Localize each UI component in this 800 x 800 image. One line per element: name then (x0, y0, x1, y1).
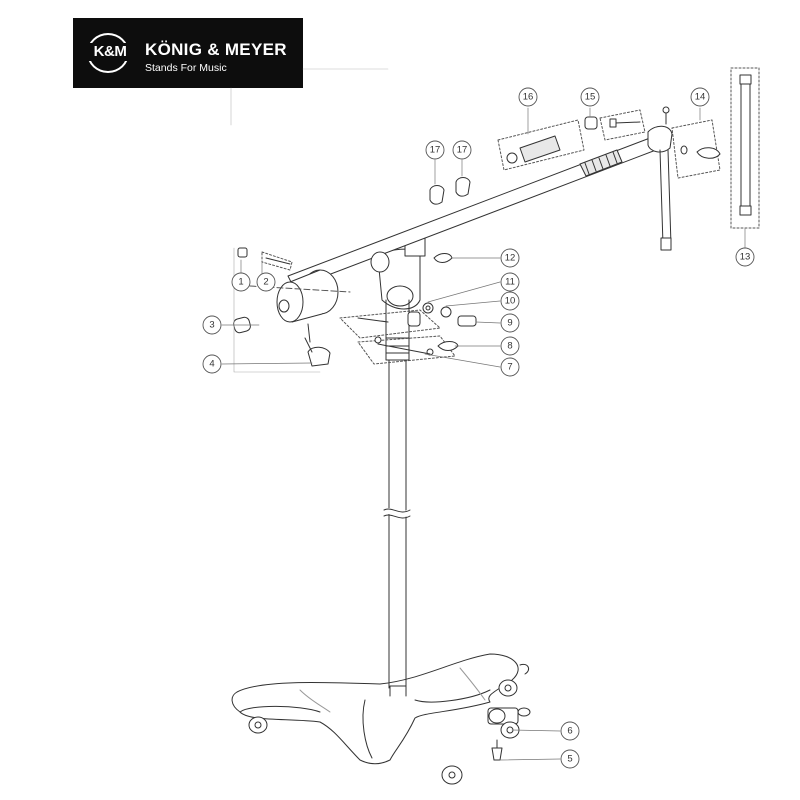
svg-text:4: 4 (209, 359, 214, 370)
km-emblem: K&M (81, 33, 139, 73)
svg-text:14: 14 (695, 92, 706, 103)
svg-text:9: 9 (507, 318, 512, 329)
callout-17b: 17 (452, 140, 472, 160)
callout-3: 3 (202, 315, 222, 335)
callout-10: 10 (500, 291, 520, 311)
callout-1: 1 (231, 272, 251, 292)
callout-11: 11 (500, 272, 520, 292)
svg-text:5: 5 (567, 754, 572, 765)
logo-mark-text: K&M (81, 43, 139, 61)
wingnut-group (671, 107, 721, 179)
svg-text:3: 3 (209, 320, 214, 331)
svg-text:17: 17 (457, 145, 468, 156)
brand-name: KÖNIG & MEYER (145, 40, 287, 59)
callout-14: 14 (690, 87, 710, 107)
cable-clips (429, 159, 471, 205)
callout-16: 16 (518, 87, 538, 107)
callout-8: 8 (500, 336, 520, 356)
callout-15: 15 (580, 87, 600, 107)
callout-7: 7 (500, 357, 520, 377)
caster-wheels (248, 663, 531, 785)
vertical-tube (381, 337, 413, 689)
km-logo: K&M KÖNIG & MEYER Stands For Music (73, 18, 303, 88)
svg-text:16: 16 (523, 92, 534, 103)
callout-12: 12 (500, 248, 520, 268)
svg-text:10: 10 (505, 296, 516, 307)
boom-arm (287, 137, 657, 289)
counterweight (233, 269, 339, 367)
tripod-base (231, 653, 519, 765)
leader-lines (221, 257, 561, 761)
svg-text:2: 2 (263, 277, 268, 288)
brand-tagline: Stands For Music (145, 62, 227, 74)
svg-text:12: 12 (505, 253, 516, 264)
svg-text:13: 13 (740, 252, 751, 263)
callout-5: 5 (560, 749, 580, 769)
callout-6: 6 (560, 721, 580, 741)
callout-4: 4 (202, 354, 222, 374)
svg-text:8: 8 (507, 341, 512, 352)
svg-text:11: 11 (505, 277, 515, 288)
small-parts-mid (339, 253, 477, 365)
svg-text:17: 17 (430, 145, 441, 156)
svg-text:1: 1 (238, 277, 243, 288)
boom-end (647, 106, 673, 251)
callout-2: 2 (256, 272, 276, 292)
callout-9: 9 (500, 313, 520, 333)
bolt-group (584, 107, 646, 141)
extension-rod (730, 67, 760, 249)
grip-sleeve (497, 107, 585, 171)
callout-17a: 17 (425, 140, 445, 160)
svg-text:6: 6 (567, 726, 572, 737)
svg-text:15: 15 (585, 92, 596, 103)
callout-13: 13 (735, 247, 755, 267)
svg-text:7: 7 (507, 362, 512, 373)
